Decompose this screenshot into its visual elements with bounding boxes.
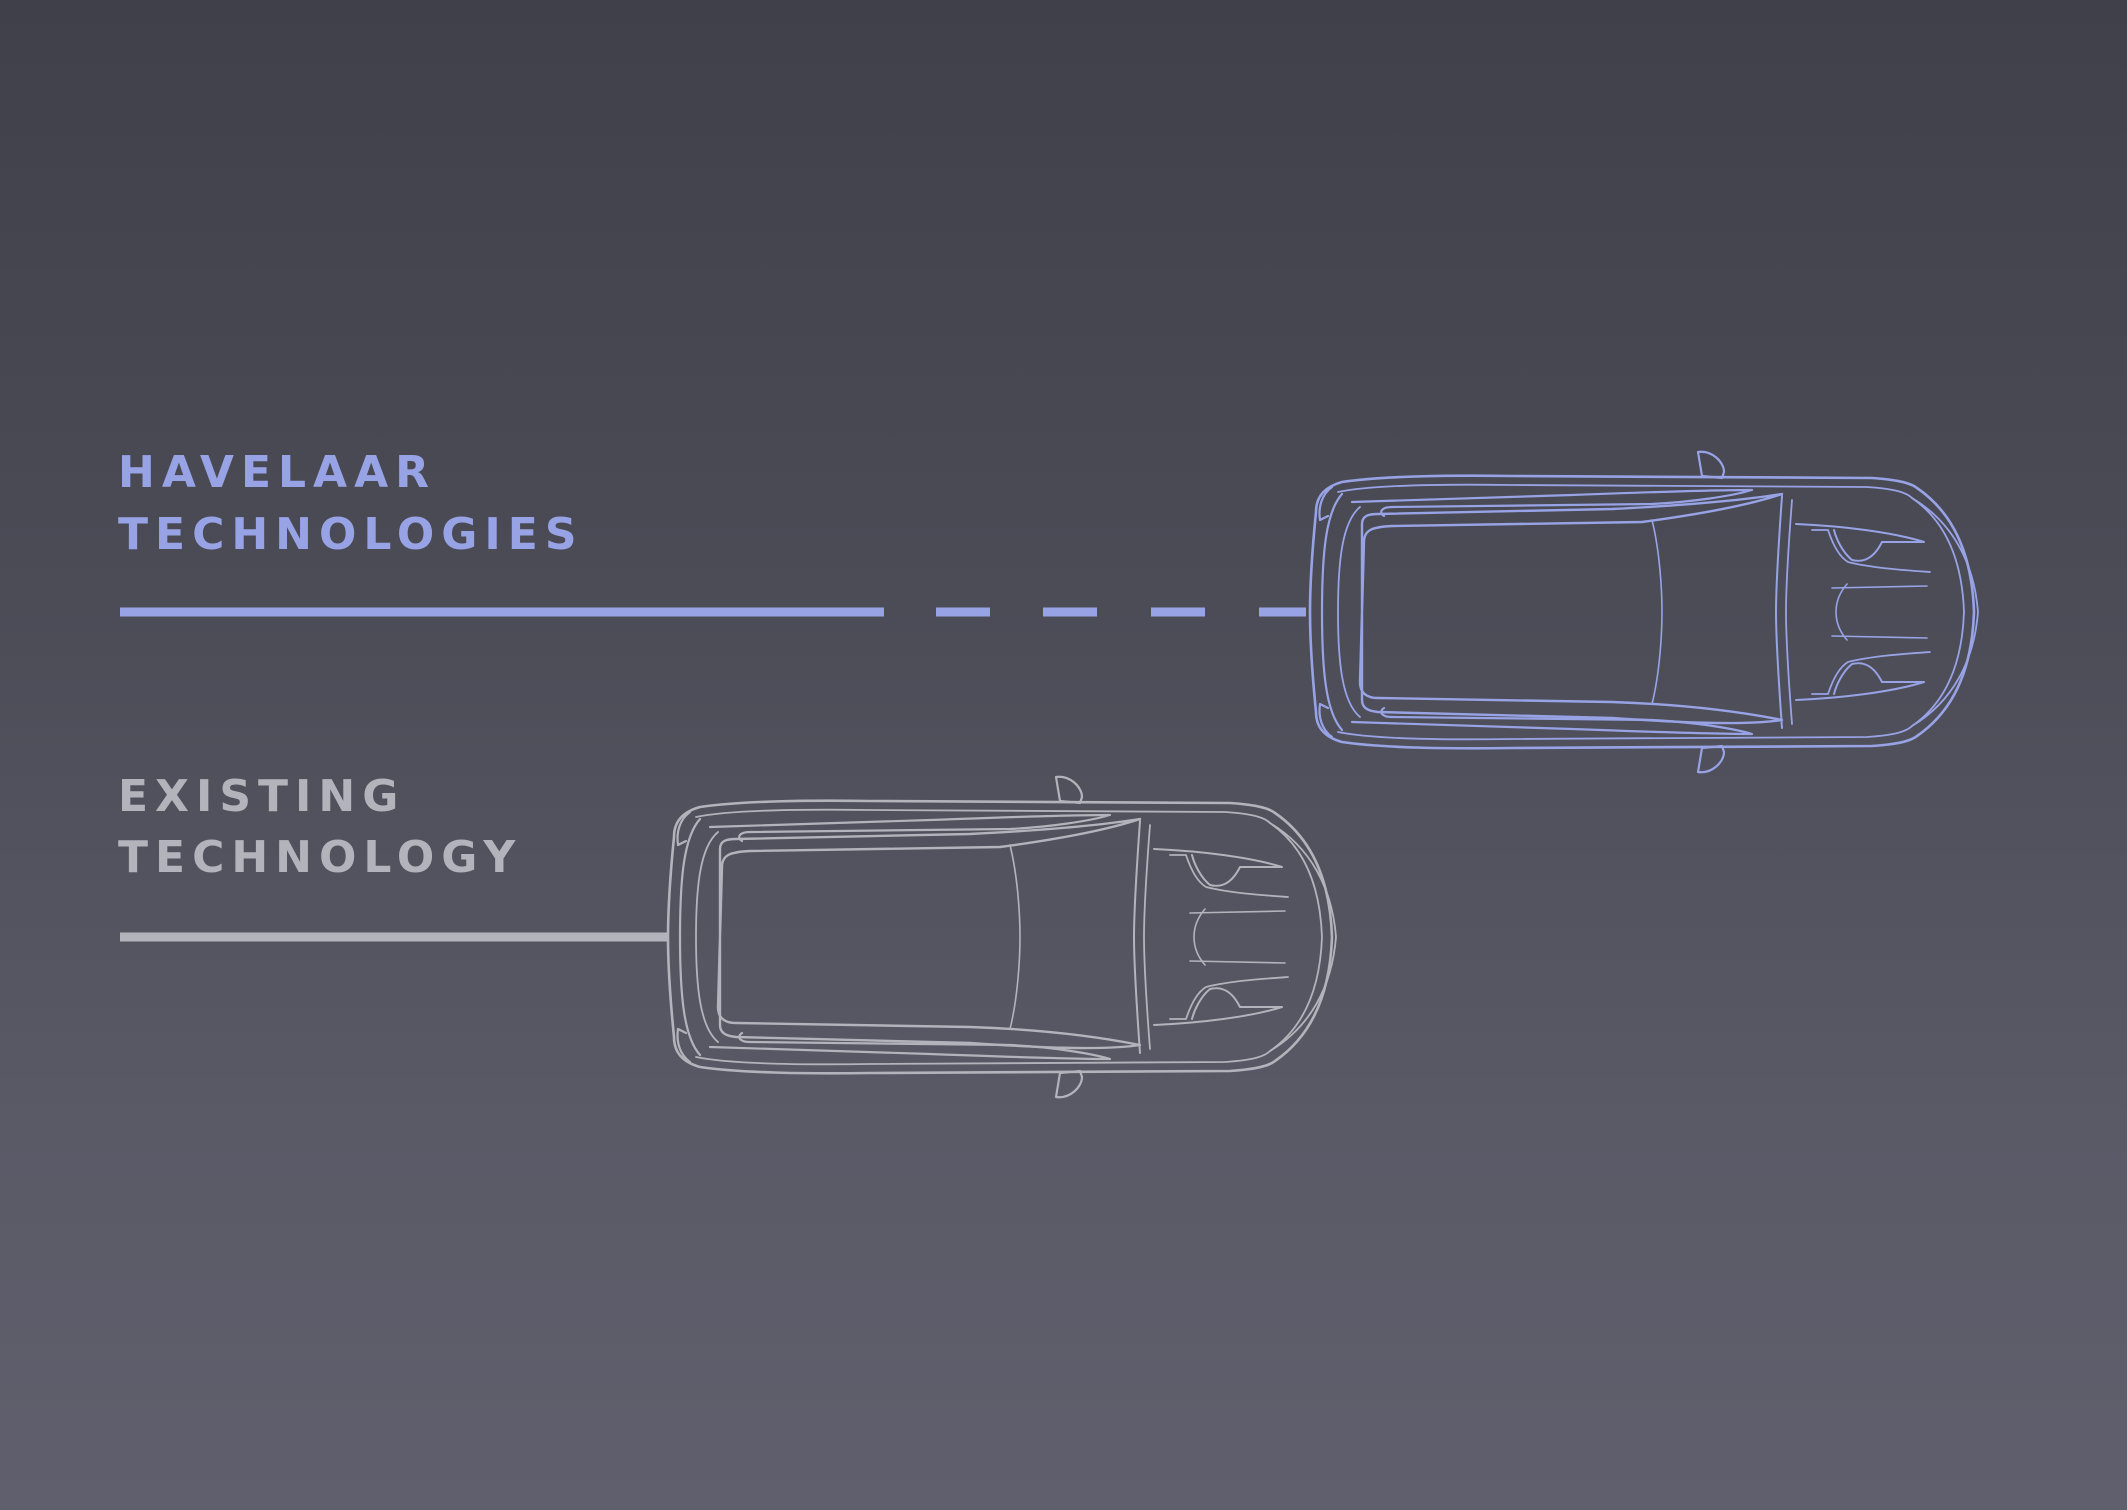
existing-car-icon	[666, 775, 1338, 1099]
existing-label-line1: EXISTING	[118, 771, 405, 822]
havelaar-car-icon	[1308, 450, 1980, 774]
existing-label-line2: TECHNOLOGY	[118, 832, 522, 883]
havelaar-label-line1: HAVELAAR	[118, 447, 436, 498]
havelaar-label-line2: TECHNOLOGIES	[118, 509, 584, 560]
